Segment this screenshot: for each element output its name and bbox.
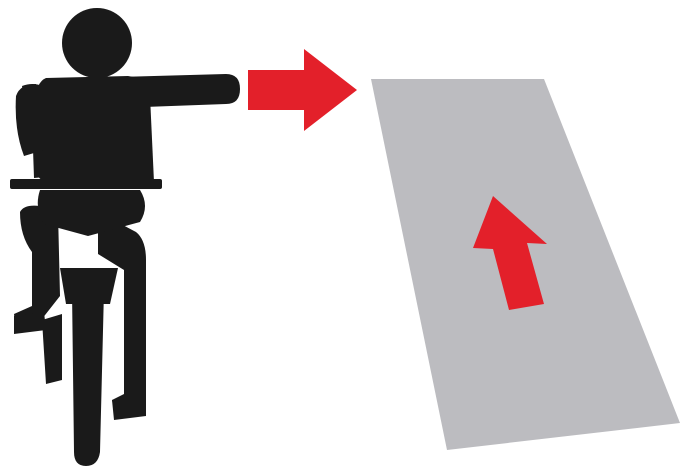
cyclist-extended-arm [118, 74, 240, 108]
cyclist-right-foot [112, 398, 146, 420]
bike-handlebar [10, 179, 162, 189]
bike-fork [60, 268, 118, 304]
cyclist-left-shin [42, 314, 62, 384]
cyclist-icon [10, 8, 240, 466]
signal-arrow-right-icon [248, 49, 357, 131]
cyclist-head [62, 8, 132, 78]
cyclist-right-leg [98, 212, 146, 418]
